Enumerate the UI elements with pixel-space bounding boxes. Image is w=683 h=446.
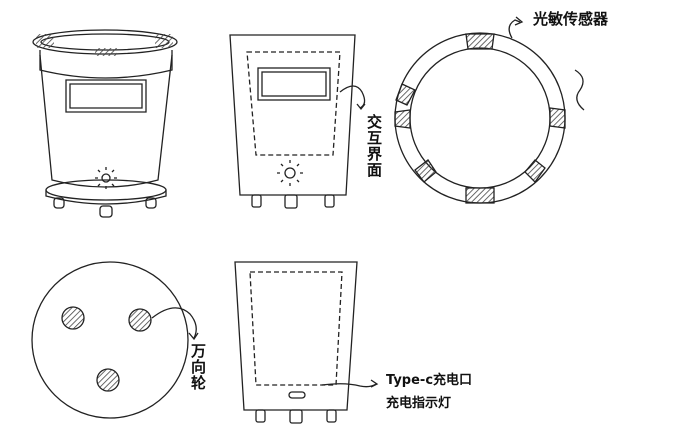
typec-port-label: Type-c充电口: [386, 373, 473, 388]
perspective-view: [32, 29, 178, 218]
light-sensor-label: 光敏传感器: [533, 10, 609, 28]
interaction-interface-label: 交互界面: [365, 114, 383, 178]
back-view: [234, 261, 379, 424]
top-ring-view: [394, 16, 585, 204]
bottom-view: [31, 261, 199, 419]
front-view: [229, 34, 366, 209]
universal-wheel-label: 万向轮: [189, 343, 207, 391]
charge-indicator-label: 充电指示灯: [386, 396, 452, 411]
